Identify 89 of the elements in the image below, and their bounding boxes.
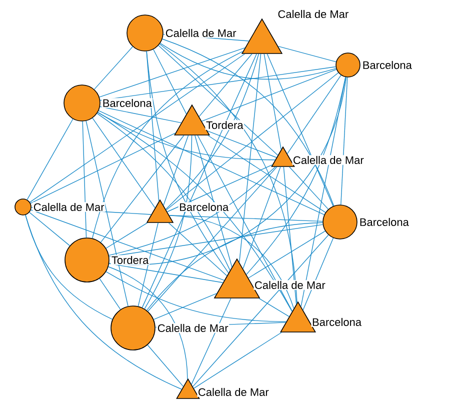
connector-line: [146, 50, 160, 202]
connector-line: [30, 132, 176, 204]
connector-line: [258, 298, 290, 317]
connector-line: [26, 118, 74, 200]
node-label: Calella de Mar: [292, 155, 365, 165]
connector-line: [242, 166, 281, 269]
node-label: Barcelona: [358, 217, 410, 227]
connector-line: [108, 224, 324, 258]
connector-line: [160, 42, 336, 80]
connector-line: [144, 135, 192, 310]
node-label: Barcelona: [311, 317, 362, 327]
node-label: Barcelona: [362, 60, 413, 70]
connector-line: [246, 76, 346, 275]
connector-line: [159, 44, 298, 304]
node-label: Calella de Mar: [164, 28, 238, 38]
connector-line: [169, 215, 294, 309]
connector-line: [201, 69, 337, 122]
connector-line: [98, 112, 292, 312]
connector-line: [30, 54, 246, 203]
connector-line: [100, 135, 184, 243]
circle-marker: [64, 238, 110, 282]
connector-line: [300, 76, 346, 307]
node-label: Calella de Mar: [254, 280, 326, 290]
connector-line: [286, 74, 342, 154]
connector-line: [96, 113, 230, 271]
connector-line: [283, 166, 297, 304]
connector-line: [92, 51, 244, 239]
connector-line: [166, 164, 273, 212]
node-label: Tordera: [110, 255, 150, 265]
connector-line: [148, 166, 278, 312]
circle-marker: [110, 306, 156, 350]
connector-line: [142, 54, 257, 308]
connector-line: [108, 166, 276, 256]
connector-line: [108, 266, 188, 380]
connector-line: [289, 166, 329, 210]
node-label: Tordera: [205, 120, 244, 130]
connector-line: [193, 332, 282, 389]
connector-line: [106, 271, 286, 322]
connector-line: [194, 135, 232, 268]
connector-line: [248, 230, 326, 278]
connector-line: [264, 54, 282, 150]
connector-line: [98, 110, 325, 216]
connector-line: [25, 214, 182, 390]
connector-line: [94, 46, 134, 90]
connector-line: [163, 135, 189, 206]
connector-line: [29, 212, 70, 246]
connector-line: [99, 47, 246, 98]
connector-line: [92, 118, 156, 208]
connector-line: [162, 38, 334, 206]
connector-line: [108, 263, 224, 283]
node-label: Calella de Mar: [276, 9, 350, 19]
connector-line: [192, 234, 329, 387]
connector-line: [30, 210, 225, 281]
connector-line: [340, 77, 348, 205]
connector-line: [168, 222, 228, 276]
connector-line: [239, 54, 262, 263]
connector-line: [208, 135, 326, 213]
connector-line: [100, 66, 336, 101]
connector-line: [86, 120, 128, 306]
connector-line: [191, 298, 232, 385]
connector-line: [153, 293, 218, 320]
connector-line: [207, 130, 277, 158]
connector-line: [165, 54, 260, 210]
circle-marker: [64, 84, 100, 122]
node-label: Barcelona: [102, 98, 153, 108]
node-label: Calella de Mar: [32, 202, 106, 212]
circle-marker: [336, 52, 360, 78]
circle-marker: [322, 204, 358, 240]
circle-marker: [126, 14, 164, 52]
connector-line: [100, 106, 182, 124]
node-label: Calella de Mar: [156, 323, 230, 333]
connector-line: [82, 121, 87, 238]
circle-marker: [14, 198, 32, 216]
connector-line: [158, 45, 278, 156]
node-label: Barcelona: [178, 202, 230, 212]
connector-line: [153, 49, 187, 114]
connector-line: [97, 112, 276, 160]
connector-line: [266, 54, 334, 206]
connector-line: [197, 135, 293, 312]
connector-line: [146, 50, 229, 274]
connector-line: [99, 278, 121, 310]
node-label: Calella de Mar: [197, 387, 270, 397]
connector-line: [138, 222, 158, 307]
connector-line: [106, 222, 148, 249]
connector-line: [147, 344, 184, 387]
connector-line: [198, 54, 252, 117]
connector-line: [166, 72, 339, 210]
connector-line: [146, 222, 323, 311]
connector-line: [278, 46, 336, 62]
